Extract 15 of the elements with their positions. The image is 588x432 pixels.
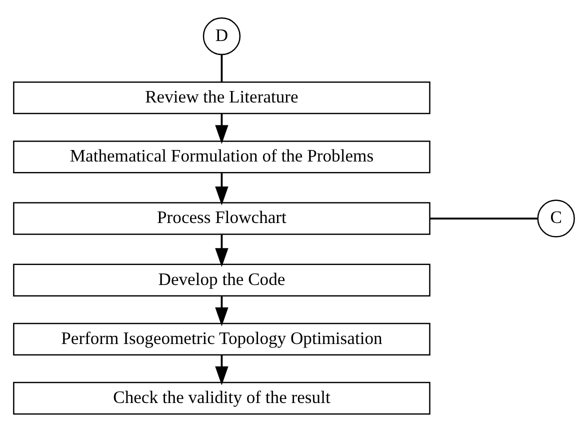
node-box: Review the Literature: [13, 82, 430, 114]
arrow: [215, 114, 228, 144]
connector: [430, 218, 538, 220]
node-circle: C: [537, 200, 575, 238]
arrow: [215, 296, 228, 326]
node-box: Perform Isogeometric Topology Optimisation: [13, 322, 430, 356]
node-box: Process Flowchart: [13, 202, 430, 235]
node-box: Check the validity of the result: [13, 382, 430, 415]
node-box: Develop the Code: [13, 264, 430, 296]
arrow: [215, 234, 228, 267]
node-box: Mathematical Formulation of the Problems: [13, 140, 430, 174]
arrow: [215, 173, 228, 206]
node-circle: D: [202, 17, 241, 56]
connector: [220, 54, 223, 82]
arrow: [215, 355, 228, 386]
